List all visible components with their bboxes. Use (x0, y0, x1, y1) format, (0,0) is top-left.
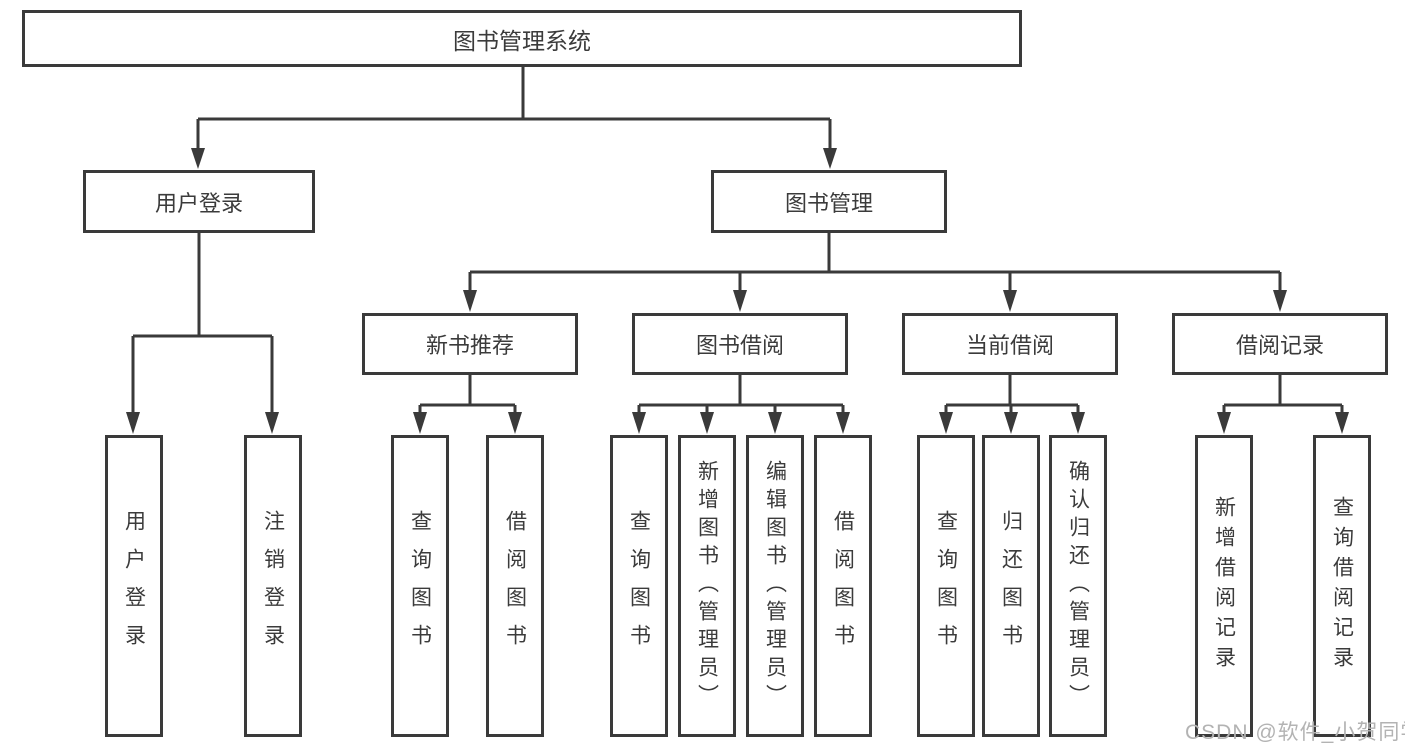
connector-user-login-subtree (126, 233, 279, 434)
connector-current-borrow-subtree (939, 375, 1085, 434)
leaf-record-query: 查询借阅记录 (1313, 435, 1371, 737)
node-root-label: 图书管理系统 (453, 27, 591, 54)
leaf-current-confirm-admin-label: 确认归还（管理员） (1066, 460, 1090, 712)
node-root: 图书管理系统 (22, 10, 1022, 67)
node-book-management: 图书管理 (711, 170, 947, 233)
connector-book-management-subtree (463, 233, 1287, 312)
leaf-newbook-borrow-label: 借阅图书 (503, 510, 527, 662)
node-book-management-label: 图书管理 (784, 190, 873, 216)
leaf-current-return: 归还图书 (982, 435, 1040, 737)
leaf-newbook-query: 查询图书 (391, 435, 449, 737)
node-current-borrow: 当前借阅 (902, 313, 1118, 375)
leaf-borrow-add-admin-label: 新增图书（管理员） (695, 460, 719, 712)
node-book-borrow-label: 图书借阅 (695, 333, 784, 358)
connector-borrow-record-subtree (1217, 375, 1349, 434)
node-borrow-record-label: 借阅记录 (1235, 333, 1324, 358)
leaf-newbook-query-label: 查询图书 (408, 510, 432, 662)
node-user-login: 用户登录 (83, 170, 315, 233)
leaf-borrow-add-admin: 新增图书（管理员） (678, 435, 736, 737)
leaf-current-query-label: 查询图书 (934, 510, 958, 662)
node-borrow-record: 借阅记录 (1172, 313, 1388, 375)
node-current-borrow-label: 当前借阅 (965, 333, 1054, 358)
connector-root-to-level2 (191, 67, 837, 169)
leaf-current-return-label: 归还图书 (999, 510, 1023, 662)
leaf-borrow-edit-admin: 编辑图书（管理员） (746, 435, 804, 737)
leaf-current-query: 查询图书 (917, 435, 975, 737)
connector-new-book-subtree (413, 375, 522, 434)
connector-book-borrow-subtree (632, 375, 850, 434)
leaf-record-add: 新增借阅记录 (1195, 435, 1253, 737)
node-user-login-label: 用户登录 (154, 190, 243, 216)
leaf-borrow-book-label: 借阅图书 (831, 510, 855, 662)
leaf-newbook-borrow: 借阅图书 (486, 435, 544, 737)
node-new-book-recommend: 新书推荐 (362, 313, 578, 375)
leaf-logout-label: 注销登录 (261, 510, 285, 662)
leaf-borrow-book: 借阅图书 (814, 435, 872, 737)
leaf-record-add-label: 新增借阅记录 (1212, 496, 1236, 676)
leaf-logout: 注销登录 (244, 435, 302, 737)
leaf-borrow-query-label: 查询图书 (627, 510, 651, 662)
leaf-borrow-query: 查询图书 (610, 435, 668, 737)
node-book-borrow: 图书借阅 (632, 313, 848, 375)
leaf-user-login: 用户登录 (105, 435, 163, 737)
leaf-record-query-label: 查询借阅记录 (1330, 496, 1354, 676)
leaf-current-confirm-admin: 确认归还（管理员） (1049, 435, 1107, 737)
leaf-user-login-label: 用户登录 (122, 510, 146, 662)
node-new-book-recommend-label: 新书推荐 (425, 333, 514, 358)
leaf-borrow-edit-admin-label: 编辑图书（管理员） (763, 460, 787, 712)
csdn-watermark: CSDN @软件_小贺同学 (1185, 721, 1405, 744)
